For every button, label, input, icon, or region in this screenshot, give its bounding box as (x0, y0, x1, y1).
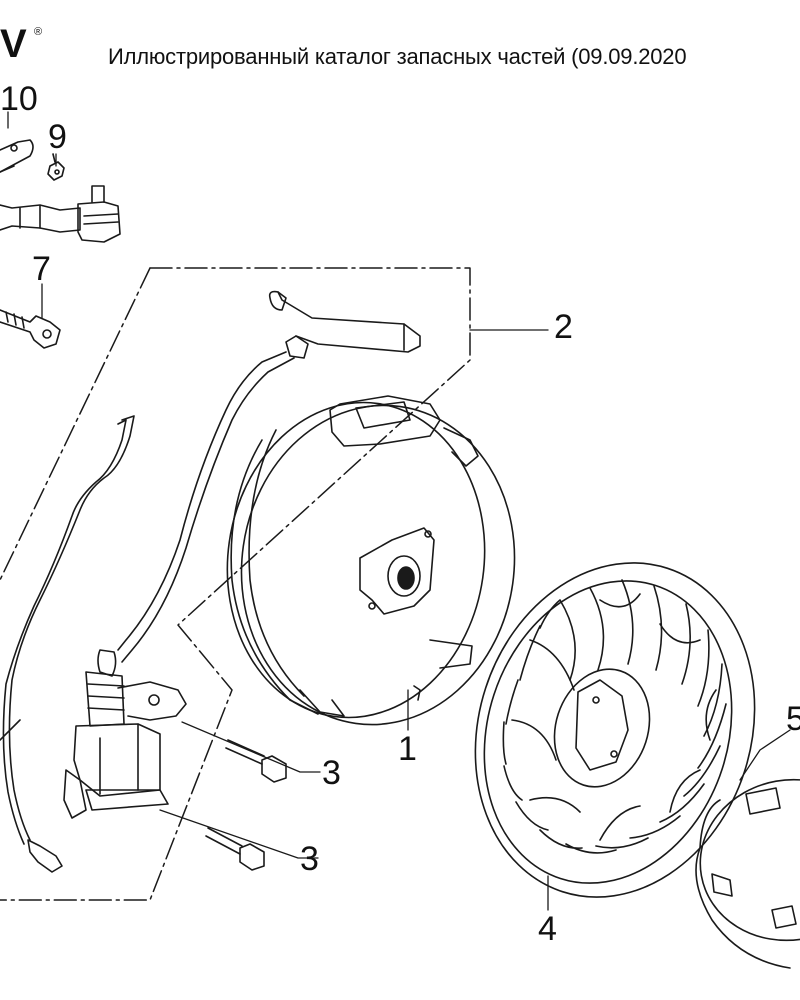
callout-3-lower: 3 (300, 840, 319, 878)
group-2-boundary (0, 268, 470, 900)
part-spark-plug-cap (0, 186, 120, 242)
callout-3-upper: 3 (322, 754, 341, 792)
part-2-ignition-lead (118, 292, 420, 662)
callout-4: 4 (538, 910, 557, 948)
callout-10: 10 (0, 80, 38, 118)
callout-7: 7 (32, 250, 51, 288)
part-7-bolt (0, 310, 60, 348)
part-10-bracket (0, 140, 33, 172)
part-3-bolt-lower (206, 828, 264, 870)
part-ground-wire (0, 416, 134, 872)
callout-leaders (8, 112, 790, 910)
part-4-cooling-fan (433, 526, 797, 933)
brand-logo: V (0, 22, 27, 66)
callout-5: 5 (786, 700, 800, 738)
part-9-bolt (48, 154, 64, 180)
page-title: Иллюстрированный каталог запасных частей… (108, 44, 687, 69)
registered-mark: ® (34, 26, 43, 38)
callout-2: 2 (554, 308, 573, 346)
part-ignition-coil (64, 650, 186, 818)
callout-1: 1 (398, 730, 417, 768)
part-3-bolt-upper (226, 740, 286, 782)
callout-9: 9 (48, 118, 67, 156)
part-5-starter-cup (687, 766, 800, 968)
part-1-flywheel-housing (207, 386, 535, 743)
